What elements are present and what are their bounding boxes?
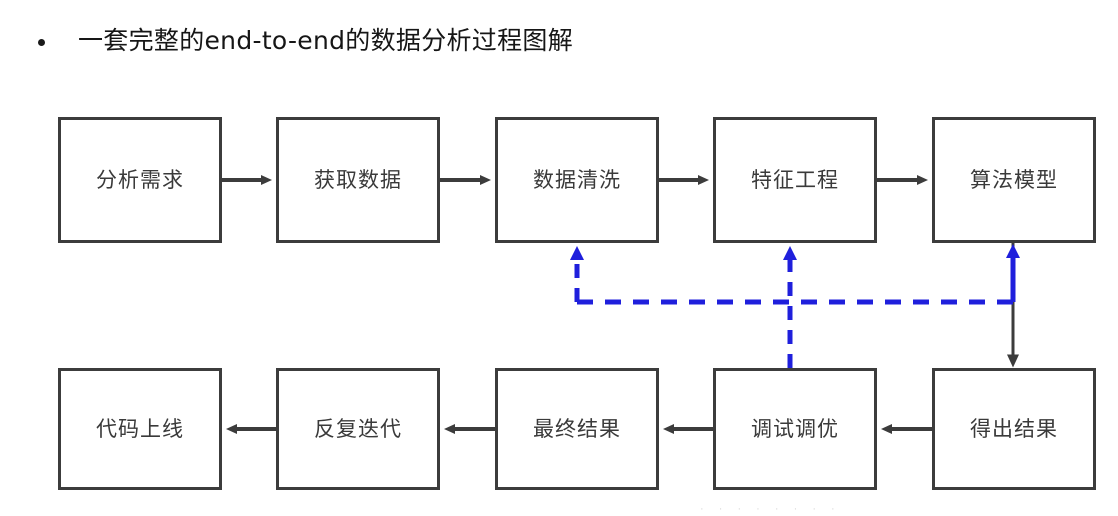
heading-row: 一套完整的end-to-end的数据分析过程图解 xyxy=(0,20,1118,64)
flow-node-label: 代码上线 xyxy=(96,416,184,441)
flow-node-repeat-iterate[interactable]: 反复迭代 xyxy=(276,368,440,490)
flow-node-acquire-data[interactable]: 获取数据 xyxy=(276,117,440,243)
flow-node-label: 数据清洗 xyxy=(533,167,621,192)
flow-node-final-result[interactable]: 最终结果 xyxy=(495,368,659,490)
bullet-icon xyxy=(38,39,45,46)
flow-node-label: 反复迭代 xyxy=(314,416,402,441)
flow-node-tune-optimize[interactable]: 调试调优 xyxy=(713,368,877,490)
flow-node-data-cleaning[interactable]: 数据清洗 xyxy=(495,117,659,243)
flow-node-label: 分析需求 xyxy=(96,167,184,192)
flow-node-analysis-requirement[interactable]: 分析需求 xyxy=(58,117,222,243)
flow-node-feature-engineering[interactable]: 特征工程 xyxy=(713,117,877,243)
flow-node-code-release[interactable]: 代码上线 xyxy=(58,368,222,490)
flow-node-label: 获取数据 xyxy=(314,167,402,192)
page-title: 一套完整的end-to-end的数据分析过程图解 xyxy=(78,26,573,55)
flow-node-label: 特征工程 xyxy=(751,167,839,192)
bottom-watermark: · · · · · · · · xyxy=(700,503,841,515)
flow-node-label: 调试调优 xyxy=(751,416,839,441)
flow-node-label: 算法模型 xyxy=(970,167,1058,192)
flow-node-algorithm-model[interactable]: 算法模型 xyxy=(932,117,1096,243)
flow-node-label: 得出结果 xyxy=(970,416,1058,441)
flow-node-obtain-result[interactable]: 得出结果 xyxy=(932,368,1096,490)
flow-node-label: 最终结果 xyxy=(533,416,621,441)
